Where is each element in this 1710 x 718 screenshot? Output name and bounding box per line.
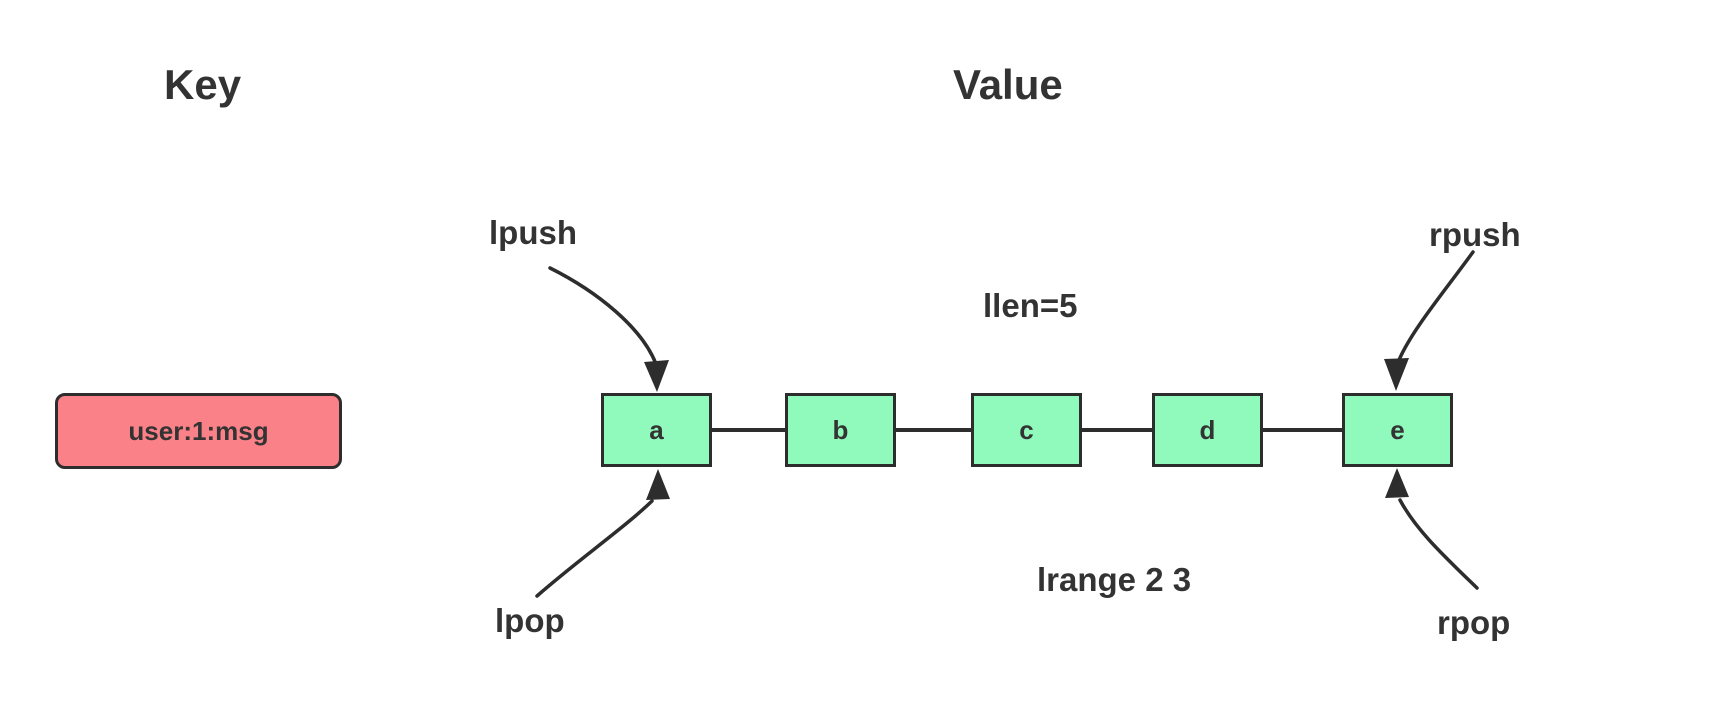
lpush-label: lpush — [489, 214, 577, 251]
lpop-arrowhead-icon — [646, 469, 670, 500]
lpop-arrow — [535, 499, 654, 598]
list-node-c: c — [971, 393, 1082, 467]
rpush-arrow — [1397, 250, 1475, 362]
lpush-arrow — [548, 266, 658, 366]
llen-annotation: llen=5 — [983, 287, 1078, 324]
rpush-label: rpush — [1429, 216, 1521, 253]
lpush-arrowhead-icon — [644, 360, 669, 392]
key-box-label: user:1:msg — [128, 415, 269, 446]
key-box: user:1:msg — [55, 393, 342, 469]
lrange-annotation: lrange 2 3 — [1037, 561, 1192, 598]
list-node-a: a — [601, 393, 712, 467]
list-node-b: b — [785, 393, 896, 467]
key-column-title: Key — [164, 61, 242, 108]
list-node-e: e — [1342, 393, 1453, 467]
value-column-title: Value — [953, 61, 1063, 108]
rpop-arrowhead-icon — [1385, 468, 1409, 498]
lpop-label: lpop — [495, 602, 565, 639]
rpop-arrow — [1398, 498, 1479, 590]
rpop-label: rpop — [1437, 604, 1511, 641]
rpush-arrowhead-icon — [1384, 358, 1409, 391]
list-node-d: d — [1152, 393, 1263, 467]
